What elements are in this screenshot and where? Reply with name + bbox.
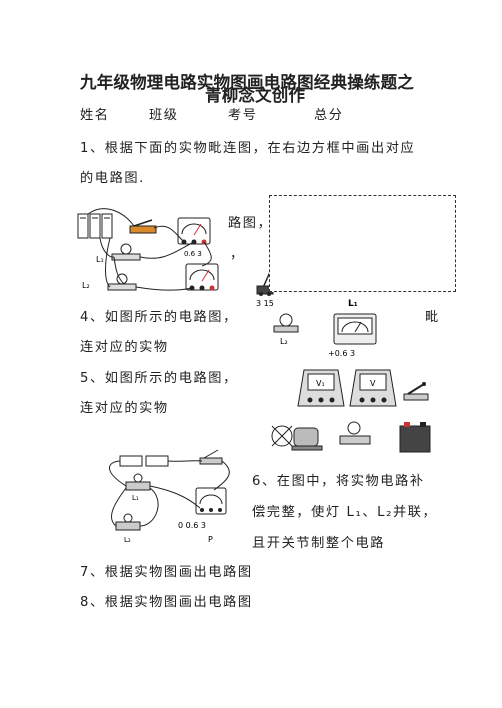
- question-2-fragment: 路图，: [228, 216, 273, 231]
- ammeter-1-icon: [177, 217, 211, 245]
- fig2-label-l1: L₁: [348, 299, 358, 309]
- question-4-line1: 4、如图所示的电路图，: [80, 310, 238, 325]
- fig1-label-l1: L₁: [96, 255, 104, 264]
- fig2-scale: 3 15: [256, 299, 274, 308]
- question-5-line1: 5、如图所示的电路图，: [80, 371, 238, 386]
- page-title-line1: 九年级物理电路实物图画电路图经典操练题之: [80, 73, 414, 92]
- ammeter-icon: [195, 487, 227, 515]
- question-1-line1: 1、根据下面的实物毗连图，在右边方框中画出对应: [80, 141, 416, 156]
- switch-icon: [403, 382, 429, 401]
- switch-icon: [199, 449, 223, 465]
- fig6-label-p: P: [208, 535, 213, 544]
- question-6-line1: 6、在图中，将实物电路补: [252, 474, 425, 489]
- question-6-line3: 且开关节制整个电路: [252, 536, 386, 551]
- fig5-meter2-label: V: [370, 379, 376, 388]
- question-6-line2: 偿完整，使灯 L₁、L₂并联，: [252, 505, 438, 520]
- class-label: 班级: [149, 108, 179, 123]
- question-1-line2: 的电路图.: [80, 171, 145, 186]
- bulb-l2-icon: [273, 313, 299, 333]
- bulb-l1-icon: [125, 473, 151, 491]
- fig1-ammeter-scale: 0.6 3: [184, 250, 202, 258]
- figure-2-partial: 3 15 L₁: [256, 271, 358, 309]
- ammeter-2-icon: [185, 263, 219, 291]
- fig6-ammeter-scale: 0 0.6 3: [178, 521, 206, 530]
- switch-icon: [129, 219, 157, 234]
- question-5-line2: 连对应的实物: [80, 401, 169, 416]
- bulb-l1-icon: [111, 243, 141, 261]
- score-label: 总分: [314, 108, 344, 123]
- voltmeter-1-icon: V₁: [297, 369, 345, 407]
- battery-icon: [399, 422, 431, 453]
- question-8: 8、根据实物图画出电路图: [80, 595, 253, 610]
- question-3-fragment: ，: [230, 247, 245, 262]
- fig1-label-l2: L₂: [82, 281, 90, 290]
- fig3-label-l2: L₂: [280, 337, 288, 346]
- motor-icon: [271, 425, 323, 451]
- figure-1-circuit: L₁ L₂ 0.6 3: [77, 208, 219, 291]
- battery-icon: [77, 213, 113, 239]
- exam-number-label: 考号: [228, 108, 258, 123]
- figure-5-components: [271, 421, 431, 453]
- battery-icon: [119, 455, 169, 467]
- voltmeter-2-icon: V: [349, 369, 397, 407]
- figure-6-circuit: L₁ L₂ 0 0.6 3 P: [109, 449, 230, 544]
- fig3-meter-scale: +0.6 3: [328, 349, 355, 358]
- figure-5-voltmeters: V₁ V: [297, 369, 429, 407]
- fig6-label-l1: L₁: [132, 494, 139, 502]
- question-4-tail: 毗: [425, 310, 440, 325]
- fig6-label-l2: L₂: [124, 536, 131, 544]
- bulb-icon: [339, 421, 371, 445]
- name-label: 姓名: [80, 108, 110, 123]
- answer-box-dashed[interactable]: [269, 195, 456, 292]
- meter-icon: [333, 313, 377, 345]
- question-7: 7、根据实物图画出电路图: [80, 565, 253, 580]
- question-4-line2: 连对应的实物: [80, 340, 169, 355]
- figure-3-bulb-and-meter: L₂ +0.6 3: [273, 313, 377, 358]
- fig5-meter1-label: V₁: [316, 379, 325, 388]
- page-title-line2: 青柳念文创作: [205, 86, 306, 105]
- bulb-l2-icon: [115, 513, 141, 531]
